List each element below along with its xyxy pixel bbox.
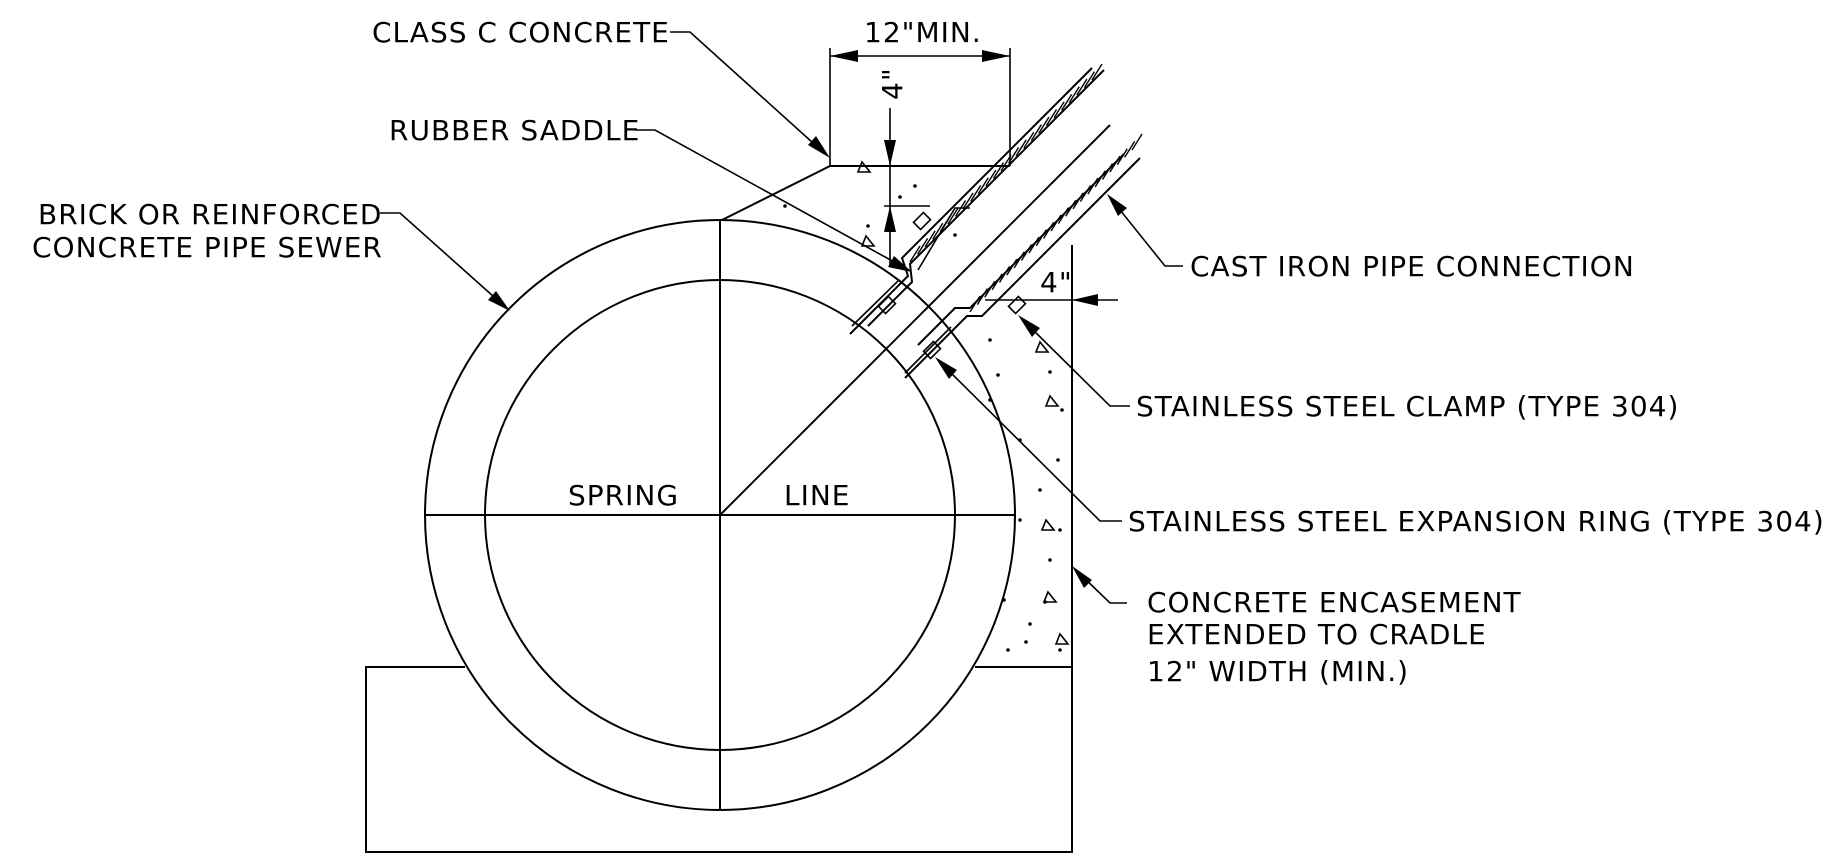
hatch-stroke (1072, 192, 1084, 210)
hatch-stroke (991, 273, 1003, 291)
label-cast-iron: CAST IRON PIPE CONNECTION (1190, 250, 1635, 283)
leader-lines (380, 31, 1183, 604)
hatch-stroke (1015, 139, 1027, 157)
label-line: LINE (784, 479, 851, 512)
callout-labels: CLASS C CONCRETE RUBBER SADDLE BRICK OR … (32, 16, 1825, 688)
hatch-stroke (916, 238, 929, 255)
hatch-stroke (1079, 185, 1092, 202)
label-encasement-line2: EXTENDED TO CRADLE (1147, 618, 1487, 651)
aggregate-triangle (1044, 394, 1060, 407)
aggregate-speck (996, 373, 1000, 377)
dimension-4-vertical: 4" (876, 67, 930, 265)
label-brick-line2: CONCRETE PIPE SEWER (32, 231, 383, 264)
hatch-stroke (1028, 236, 1040, 254)
aggregate-speck (1006, 648, 1010, 652)
hatch-stroke (1061, 93, 1073, 111)
hatch-stroke (1057, 207, 1069, 225)
label-class-c-concrete: CLASS C CONCRETE (372, 16, 670, 49)
dim-4-vertical-label: 4" (876, 67, 909, 100)
hatch-stroke (939, 215, 951, 233)
aggregate-triangle (856, 160, 872, 173)
hatch-stroke (969, 295, 981, 313)
hatch-stroke (1124, 140, 1136, 158)
aggregate-speck (988, 338, 992, 342)
label-encasement-line3: 12" WIDTH (MIN.) (1147, 655, 1409, 688)
dimension-4-horizontal: 4" (985, 266, 1118, 312)
hatch-stroke (985, 169, 997, 187)
hatch-stroke (947, 207, 959, 225)
hatch-stroke (984, 280, 996, 298)
hatch-stroke (977, 177, 989, 195)
hatch-stroke (1101, 163, 1114, 180)
hatch-stroke (1091, 63, 1103, 81)
hatch-stroke (1035, 229, 1047, 247)
hatch-stroke (1030, 124, 1042, 142)
hatch-stroke (1083, 71, 1096, 88)
label-encasement-line1: CONCRETE ENCASEMENT (1147, 586, 1522, 619)
aggregate-speck (1028, 622, 1032, 626)
hatch-stroke (970, 184, 982, 202)
hatch-stroke (1053, 101, 1065, 119)
dim-4-horizontal-label: 4" (1040, 266, 1073, 299)
aggregate-speck (1018, 518, 1022, 522)
aggregate-triangle (1034, 340, 1050, 353)
aggregate-speck (783, 204, 787, 208)
aggregate-triangle (1042, 590, 1058, 603)
hatch-stroke (998, 266, 1011, 283)
hatch-stroke (954, 200, 967, 217)
aggregate-speck (1024, 640, 1028, 644)
concrete-encasement (721, 160, 1073, 667)
hatch-stroke (992, 162, 1005, 179)
hatch-stroke (924, 230, 936, 248)
hatch-stroke (1038, 116, 1050, 134)
cast-iron-pipe (849, 63, 1143, 379)
pipe-wall-hatching (909, 63, 1143, 313)
aggregate-speck (1058, 648, 1062, 652)
aggregate-triangle (860, 234, 876, 247)
aggregate-speck (1048, 558, 1052, 562)
hatch-stroke (1020, 244, 1033, 261)
hatch-stroke (1068, 86, 1080, 104)
label-rubber-saddle: RUBBER SADDLE (389, 114, 640, 147)
dimension-12-min: 12"MIN. (829, 16, 1011, 166)
aggregate-speck (866, 224, 870, 228)
label-expansion-ring: STAINLESS STEEL EXPANSION RING (TYPE 304… (1128, 505, 1825, 538)
aggregate-speck (1060, 408, 1064, 412)
aggregate-speck (898, 195, 902, 199)
aggregate-speck (913, 184, 917, 188)
label-brick-line1: BRICK OR REINFORCED (38, 198, 383, 231)
aggregate-specks (783, 160, 1070, 652)
hatch-stroke (1116, 148, 1128, 166)
aggregate-speck (1048, 370, 1052, 374)
dim-12-min-label: 12"MIN. (864, 16, 982, 49)
hatch-stroke (1131, 133, 1143, 151)
hatch-stroke (1013, 251, 1025, 269)
hatch-stroke (932, 222, 944, 240)
aggregate-speck (1058, 528, 1062, 532)
hatch-stroke (1094, 170, 1106, 188)
aggregate-speck (953, 233, 957, 237)
label-clamp: STAINLESS STEEL CLAMP (TYPE 304) (1136, 390, 1679, 423)
hatch-stroke (1109, 155, 1121, 173)
aggregate-speck (1056, 458, 1060, 462)
hatch-stroke (1065, 199, 1077, 217)
concrete-cradle (365, 666, 1073, 853)
hatch-stroke (976, 288, 988, 306)
connection-centerline (719, 124, 1111, 516)
hatch-stroke (909, 245, 921, 263)
hatch-stroke (1006, 258, 1018, 276)
label-spring: SPRING (568, 479, 679, 512)
hatch-stroke (962, 192, 974, 210)
aggregate-triangle (1040, 518, 1056, 531)
hatch-stroke (1043, 221, 1055, 239)
hatch-stroke (1050, 214, 1062, 232)
sewer-pipe (424, 124, 1111, 811)
aggregate-triangle (1054, 632, 1070, 645)
hatch-stroke (1076, 78, 1088, 96)
aggregate-speck (1038, 488, 1042, 492)
hatch-stroke (1087, 177, 1099, 195)
hatch-stroke (1045, 109, 1058, 126)
hatch-stroke (1023, 131, 1035, 149)
